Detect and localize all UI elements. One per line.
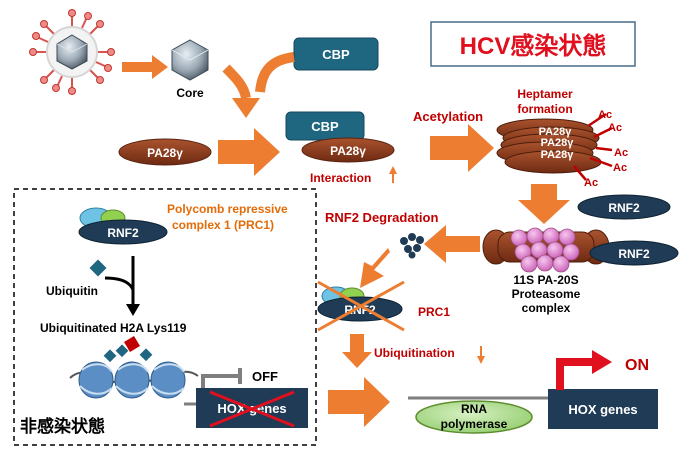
ac-label-5: Ac: [584, 177, 598, 189]
arrow-virus-to-core: [122, 55, 168, 79]
formation-label: formation: [517, 102, 572, 116]
prc1-complex: RNF2: [78, 207, 168, 245]
rnf2-lower-label: RNF2: [618, 247, 650, 261]
hox-off-box: HOX genes: [184, 388, 308, 428]
hox-on-label: HOX genes: [568, 402, 637, 417]
hox-activation: RNA polymerase HOX genes ON: [408, 350, 658, 434]
ubiquitin-join-arrow: [104, 276, 135, 291]
proteasome-complex: [482, 227, 610, 273]
ubiquitination-label: Ubiquitination: [374, 346, 455, 360]
pa28-left-label: PA28γ: [147, 146, 183, 160]
rnf2-lower: RNF2: [589, 240, 679, 266]
uninfected-label: 非感染状態: [20, 416, 105, 436]
arrow-heptamer-down: [518, 184, 570, 224]
arrow-core-down: [222, 64, 251, 100]
heptamer-pa28-1: PA28γ: [539, 126, 573, 138]
page-title: HCV感染状態: [460, 32, 607, 60]
arrow-prc1-down: [342, 334, 372, 368]
rnf2-crossed-label: RNF2: [344, 303, 376, 317]
cbp-top-label: CBP: [322, 47, 350, 62]
rnf2-upper-label: RNF2: [608, 201, 640, 215]
nucleosome-icon: [69, 348, 199, 399]
pa28-left: PA28γ: [118, 138, 212, 166]
h2a-ubiquitin-tag: [115, 344, 129, 358]
prc1-title-2: complex 1 (PRC1): [172, 218, 274, 232]
cbp-complex-label: CBP: [311, 119, 339, 134]
virus-icon: [29, 9, 115, 95]
prc1-label: PRC1: [418, 305, 450, 319]
heptamer-label: Heptamer: [517, 87, 573, 101]
ac-label-2: Ac: [608, 122, 622, 134]
pa28-heptamer: PA28γ PA28γ PA28γ: [496, 112, 613, 181]
proteasome-label-2: Proteasome: [512, 287, 581, 301]
on-flag-icon: [556, 350, 612, 390]
title-box: HCV感染状態: [430, 21, 636, 67]
arrow-degradation: [424, 225, 480, 263]
ac-label-1: Ac: [598, 109, 612, 121]
pa28-complex-label: PA28γ: [330, 144, 366, 158]
proteasome-label-1: 11S PA-20S: [513, 273, 578, 287]
ac-label-4: Ac: [613, 162, 627, 174]
rnf2-degradation-label: RNF2 Degradation: [325, 210, 438, 225]
arrow-cbp-curve: [255, 52, 295, 93]
off-label: OFF: [252, 369, 278, 384]
ubiquitin-icon: [89, 259, 107, 277]
ac-label-3: Ac: [614, 147, 628, 159]
prc1-crossed: RNF2: [317, 280, 405, 332]
rna-polymerase-label-2: polymerase: [441, 417, 508, 431]
rna-polymerase-label-1: RNA: [461, 402, 487, 416]
ubiquitinated-label: Ubiquitinated H2A Lys119: [40, 321, 187, 335]
prc1-title-1: Polycomb repressive: [167, 202, 288, 216]
ubiquitination-marker: [124, 336, 140, 352]
core-particle-icon: [171, 39, 209, 81]
arrow-pa28-to-complex: [218, 128, 280, 176]
acetylation-label: Acetylation: [413, 109, 483, 124]
arrow-to-activation: [328, 377, 390, 427]
core-label: Core: [176, 86, 204, 100]
heptamer-pa28-3: PA28γ: [541, 149, 575, 161]
cbp-pa28-complex: CBP PA28γ: [285, 111, 395, 163]
rnf2-upper: RNF2: [577, 194, 671, 220]
interaction-label: Interaction: [310, 171, 371, 185]
ubiquitin-label: Ubiquitin: [46, 284, 98, 298]
protein-fragments-icon: [400, 233, 424, 259]
prc1-rnf2-label: RNF2: [107, 226, 139, 240]
arrow-to-prc1: [360, 248, 390, 288]
heptamer-pa28-2: PA28γ: [541, 137, 575, 149]
cbp-top-box: CBP: [293, 37, 379, 71]
proteasome-label-3: complex: [522, 301, 571, 315]
on-label: ON: [625, 357, 649, 374]
arrow-acetylation: [430, 124, 494, 172]
